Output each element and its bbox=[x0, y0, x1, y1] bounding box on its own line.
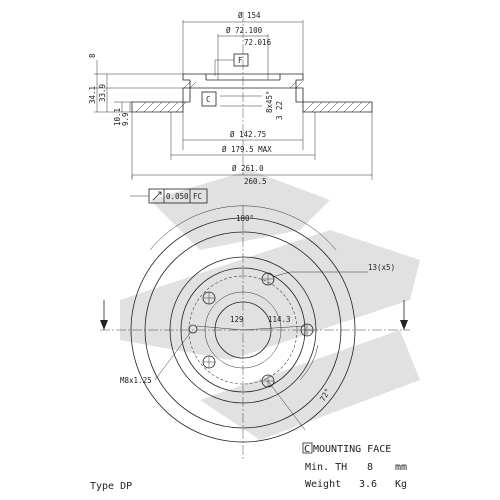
thick-9-9-label: 9.9 bbox=[121, 112, 130, 126]
tolerance-ref: FC bbox=[193, 192, 202, 201]
dim-72-100-label: Ø 72.100 bbox=[226, 26, 263, 35]
dim-3-label: 3 bbox=[275, 115, 284, 120]
dim-154-label: Ø 154 bbox=[238, 11, 261, 20]
min-th-unit: mm bbox=[395, 462, 407, 473]
notes: C MOUNTING FACE Min. TH 8 mm Weight 3.6 … bbox=[90, 442, 407, 492]
bolt-holes bbox=[202, 272, 314, 388]
tolerance-value: 0.050 bbox=[166, 192, 189, 201]
datum-c-label: C bbox=[206, 95, 211, 104]
dim-114-3-label: 114.3 bbox=[268, 315, 291, 324]
chamfer-label: 8x45° bbox=[265, 90, 274, 113]
type-label: Type DP bbox=[90, 481, 132, 492]
height-33-9-label: 33.9 bbox=[98, 84, 107, 102]
disc-outer-edge bbox=[130, 217, 356, 443]
mounting-face-flag: C bbox=[304, 444, 310, 455]
dim-22-label: 22 bbox=[275, 101, 284, 110]
front-view: 180° 13(x5) M8x1.25 129 114.3 72° bbox=[100, 205, 410, 460]
min-th-label: Min. TH bbox=[305, 462, 347, 473]
holes-label: 13(x5) bbox=[368, 263, 395, 272]
thread-label: M8x1.25 bbox=[120, 376, 152, 385]
center-bore bbox=[214, 301, 272, 359]
weight-value: 3.6 bbox=[359, 479, 377, 490]
angle-180-label: 180° bbox=[236, 214, 254, 223]
height-34-1-label: 34.1 bbox=[88, 86, 97, 104]
dim-72-016-label: 72.016 bbox=[244, 38, 272, 47]
watermark bbox=[120, 170, 420, 440]
height-8-label: 8 bbox=[88, 53, 97, 58]
threaded-hole bbox=[188, 324, 198, 334]
weight-label: Weight bbox=[305, 479, 341, 490]
dim-142-75-label: Ø 142.75 bbox=[230, 130, 266, 139]
datum-c-box bbox=[201, 91, 217, 107]
dim-179-5-label: Ø 179.5 MAX bbox=[222, 145, 272, 154]
thick-10-1-label: 10.1 bbox=[113, 108, 122, 126]
dim-261-label: Ø 261.0 bbox=[232, 164, 264, 173]
dim-129-label: 129 bbox=[230, 315, 244, 324]
dim-260-5-label: 260.5 bbox=[244, 177, 267, 186]
side-view: Ø 154 Ø 72.100 72.016 F C 8x45° 3 22 Ø 1… bbox=[88, 11, 373, 204]
runout-icon bbox=[152, 191, 162, 201]
mounting-face-label: MOUNTING FACE bbox=[313, 444, 391, 455]
weight-unit: Kg bbox=[395, 479, 407, 490]
mounting-face-flag-box bbox=[302, 442, 313, 454]
min-th-value: 8 bbox=[367, 462, 373, 473]
datum-f-label: F bbox=[238, 56, 243, 65]
